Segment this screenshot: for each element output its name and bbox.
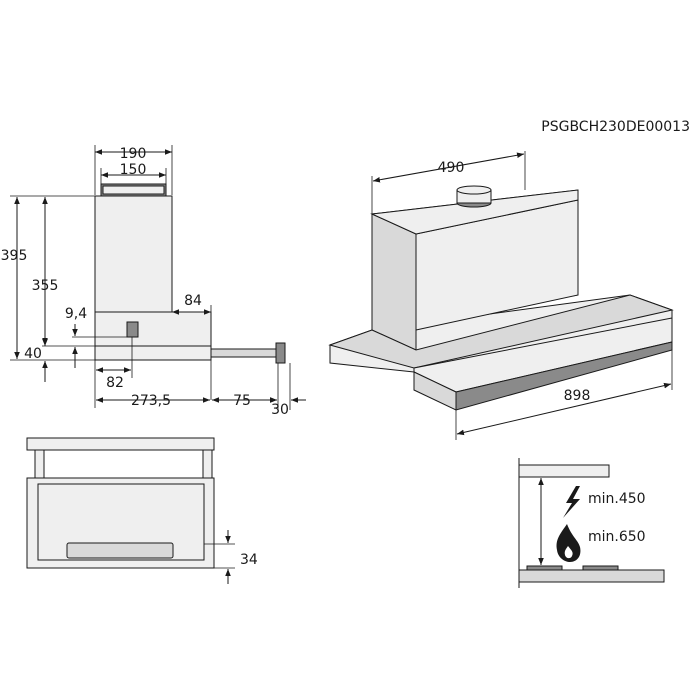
dim-width-190: 190 (120, 146, 147, 162)
dim-depth-84: 84 (184, 293, 202, 309)
dim-height-395: 395 (1, 248, 28, 264)
dim-offset-9-4: 9,4 (65, 306, 87, 322)
dim-extension-75: 75 (233, 393, 251, 409)
product-code: PSGBCH230DE00013 (541, 119, 690, 135)
flame-icon (556, 524, 581, 562)
dim-front-34: 34 (240, 552, 258, 568)
min-electric-label: min.450 (588, 491, 646, 507)
side-view: 190 150 395 355 40 9,4 (1, 145, 306, 418)
dim-depth-273-5: 273,5 (131, 393, 171, 409)
front-view: 34 (26, 437, 258, 584)
dim-width-150: 150 (120, 162, 147, 178)
dim-height-40: 40 (24, 346, 42, 362)
dim-height-355: 355 (32, 278, 59, 294)
lightning-icon (563, 486, 580, 518)
dim-depth-82: 82 (106, 375, 124, 391)
installation-diagram: min.450 min.650 (518, 458, 665, 588)
dim-total-width-898: 898 (564, 388, 591, 404)
min-gas-label: min.650 (588, 529, 646, 545)
perspective-view: 490 898 (328, 151, 674, 440)
dim-chimney-width-490: 490 (438, 160, 465, 176)
dim-handle-30: 30 (271, 402, 289, 418)
